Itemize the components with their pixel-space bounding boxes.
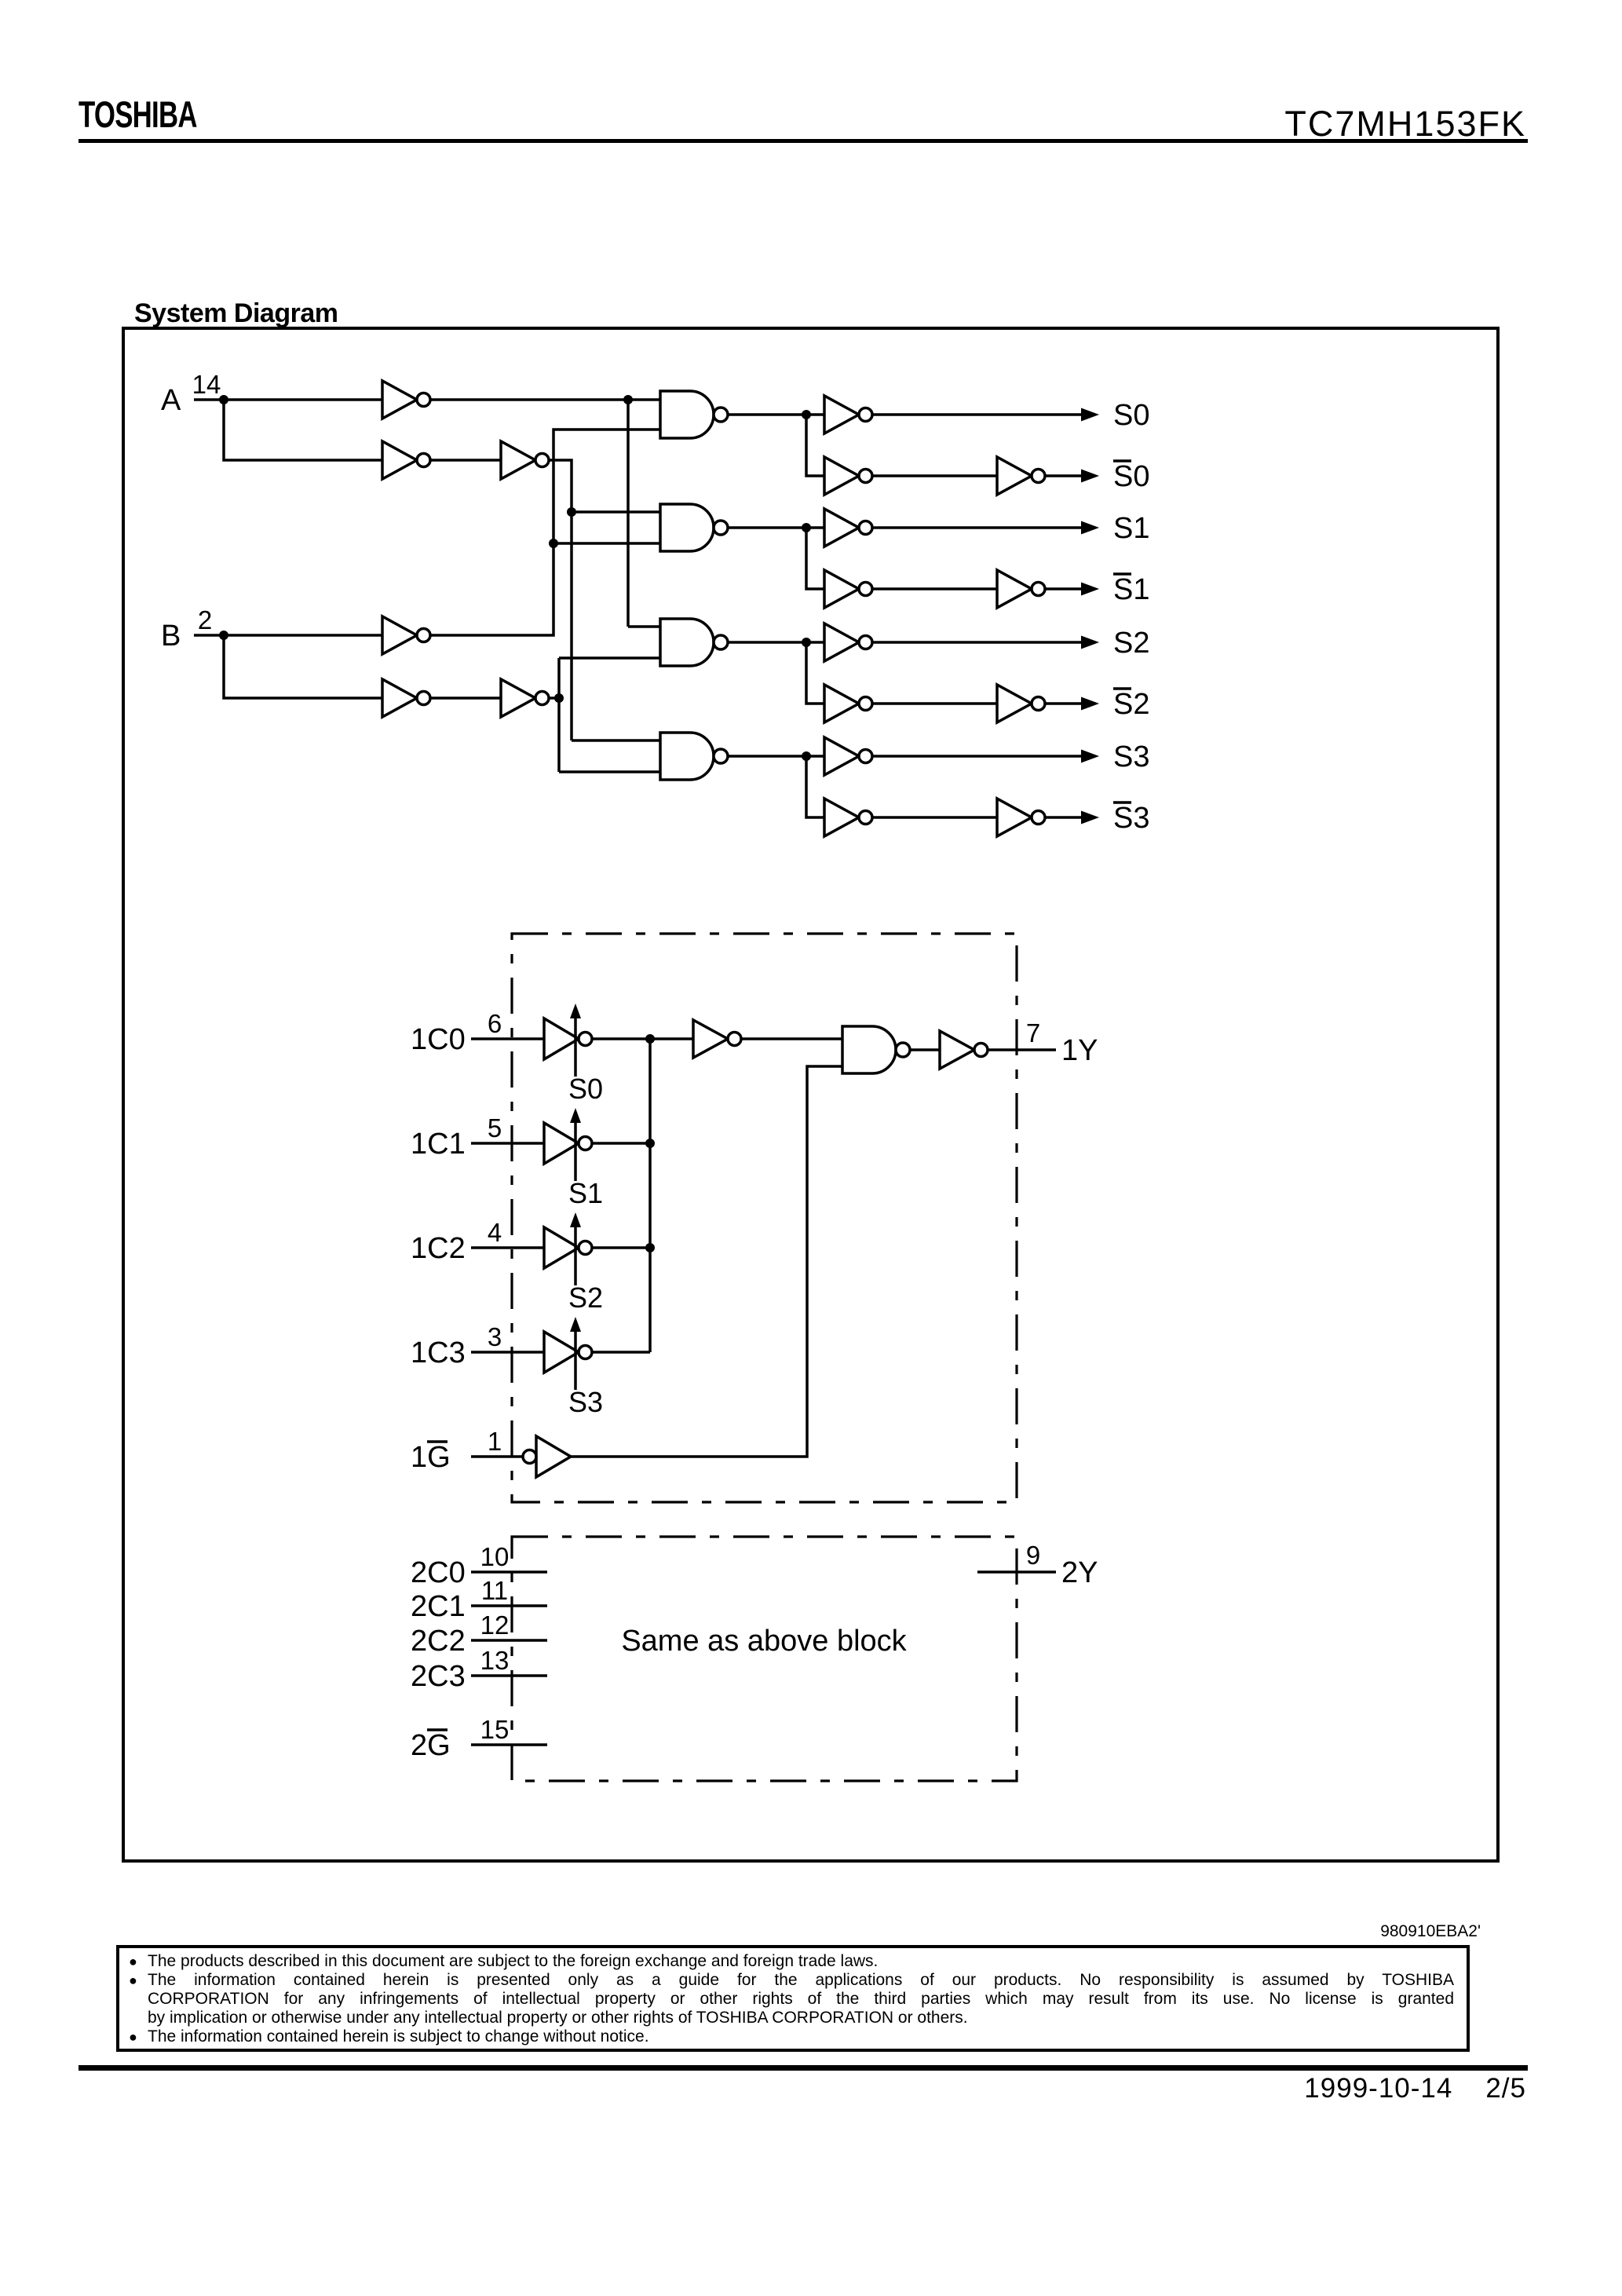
notice-line: ● The information contained herein is pr…	[129, 1971, 1454, 1990]
mux2-output-label: 2Y	[1061, 1556, 1098, 1589]
mux1-select-s0-label: S0	[568, 1073, 603, 1105]
mux2-dashed-border	[510, 1535, 1018, 1782]
bullet-icon: ●	[129, 1954, 137, 1969]
mux1-enable-label: 1G	[411, 1441, 451, 1474]
wires	[194, 398, 1081, 819]
mux1-input-1c0-label: 1C0	[411, 1023, 466, 1056]
mux2-input-2c3-pin: 13	[480, 1646, 510, 1675]
mux2-output-pin: 9	[1026, 1541, 1040, 1570]
bullet-icon: ●	[129, 2029, 137, 2045]
mux2-enable-label: 2G	[411, 1729, 451, 1762]
notice-line: ● The information contained herein is su…	[129, 2027, 1454, 2046]
footer-rule	[79, 2065, 1528, 2071]
toshiba-logo: TOSHIBA	[79, 93, 197, 135]
mux1-wires	[471, 1037, 1056, 1458]
mux1-output-label: 1Y	[1061, 1034, 1098, 1067]
mux1-enable-pin: 1	[488, 1427, 502, 1456]
mux2-enable-pin: 15	[480, 1715, 510, 1744]
notice-text: by implication or otherwise under any in…	[148, 2009, 968, 2027]
mux1-input-1c0-pin: 6	[488, 1009, 502, 1038]
notice-line: ● The products described in this documen…	[129, 1952, 1454, 1971]
section-title: System Diagram	[134, 298, 338, 328]
legal-notice-box: ● The products described in this documen…	[116, 1945, 1470, 2052]
mux2-input-2c2-label: 2C2	[411, 1625, 466, 1658]
mux1-select-s1-label: S1	[568, 1177, 603, 1209]
mux1-dashed-border	[510, 932, 1018, 1504]
input-b-label: B	[161, 620, 181, 653]
mux1-input-1c2-pin: 4	[488, 1218, 502, 1247]
mux1-input-1c3-pin: 3	[488, 1322, 502, 1351]
select-s1-label: S1	[1113, 512, 1149, 545]
notice-text: CORPORATION for any infringements of int…	[148, 1990, 1454, 2008]
select-s0-label: S0	[1113, 399, 1149, 432]
nand-gates	[659, 389, 729, 781]
input-b-pin: 2	[198, 605, 212, 634]
select-s1-bar-label: S1	[1113, 573, 1149, 606]
junction-dots	[219, 395, 811, 761]
mux1-input-1c2-label: 1C2	[411, 1232, 466, 1265]
mux2-input-2c3-label: 2C3	[411, 1660, 466, 1693]
date: 1999-10-14	[1304, 2073, 1453, 2104]
notice-text: The information contained herein is pres…	[148, 1971, 1454, 1989]
mux1-output-inverter	[938, 1029, 989, 1070]
mux2-input-2c1-pin: 11	[481, 1576, 508, 1605]
notice-text: The information contained herein is subj…	[148, 2027, 649, 2046]
inverters	[381, 379, 1047, 838]
mux1-input-1c1-pin: 5	[488, 1113, 502, 1143]
select-s3-label: S3	[1113, 740, 1149, 773]
mux1-select-s3-label: S3	[568, 1386, 603, 1418]
mux2-wires	[471, 1570, 1056, 1746]
mux1-input-1c3-label: 1C3	[411, 1336, 466, 1369]
mux1-input-1c1-label: 1C1	[411, 1128, 466, 1161]
output-arrows	[1081, 408, 1099, 824]
mux2-input-2c0-pin: 10	[480, 1542, 510, 1571]
mux1-inverter	[692, 1018, 743, 1059]
document-code: 980910EBA2'	[1380, 1922, 1481, 1940]
input-a-pin: 14	[192, 370, 221, 399]
select-s2-label: S2	[1113, 627, 1149, 660]
decoder-section: A 14 B 2	[161, 370, 1149, 838]
mux1-enable-buffer	[521, 1435, 572, 1479]
mux2-input-2c0-label: 2C0	[411, 1556, 466, 1589]
mux2-input-2c2-pin: 12	[480, 1610, 510, 1640]
select-s3-bar-label: S3	[1113, 802, 1149, 835]
mux1-section: 1C0 1C1 1C2 1C3 1G 6 5 4 3 1 S0 S1 S2 S3…	[411, 932, 1098, 1504]
mux2-section: 2C0 2C1 2C2 2C3 2G 10 11 12 13 15 Same a…	[411, 1535, 1098, 1782]
bullet-icon: ●	[129, 1972, 137, 1988]
header-rule	[79, 139, 1528, 143]
select-s0-bar-label: S0	[1113, 460, 1149, 493]
mux2-input-2c1-label: 2C1	[411, 1590, 466, 1623]
select-s2-bar-label: S2	[1113, 688, 1149, 721]
overline-bars	[1113, 459, 1131, 804]
mux1-output-pin: 7	[1026, 1018, 1040, 1047]
part-number: TC7MH153FK	[1284, 104, 1526, 144]
mux1-nand-gate	[841, 1025, 911, 1075]
same-as-above-note: Same as above block	[621, 1625, 907, 1658]
date-page-line: 1999-10-14 2/5	[1304, 2073, 1526, 2104]
diagram-outer-border	[122, 327, 1500, 1863]
notice-text: The products described in this document …	[148, 1952, 879, 1970]
mux1-select-s2-label: S2	[568, 1281, 603, 1314]
notice-line: CORPORATION for any infringements of int…	[129, 1990, 1454, 2009]
input-a-label: A	[161, 384, 181, 417]
page-number: 2/5	[1485, 2073, 1526, 2104]
mux1-junction-dots	[645, 1034, 655, 1252]
notice-line: by implication or otherwise under any in…	[129, 2009, 1454, 2027]
